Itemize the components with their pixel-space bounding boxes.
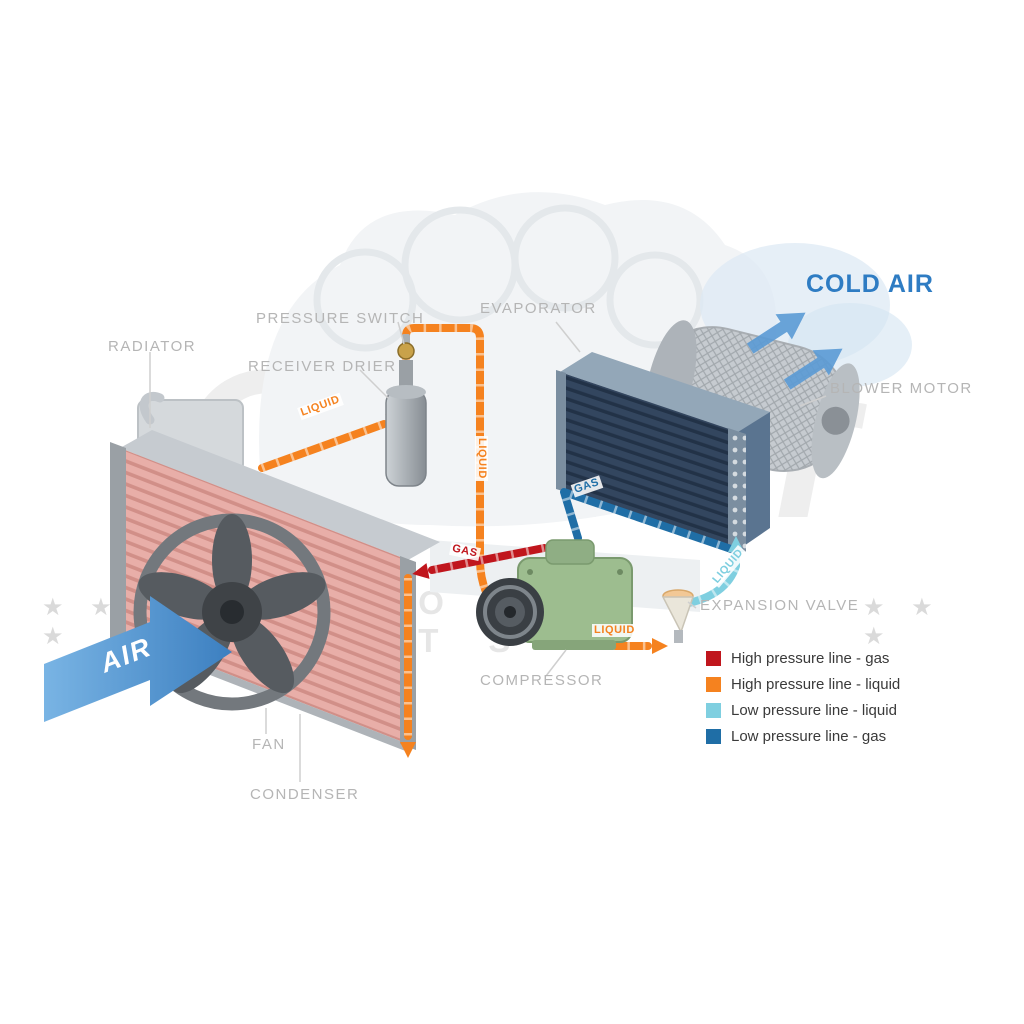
flow-arrow-icon <box>652 638 668 654</box>
air-arrow <box>44 596 232 722</box>
cold-air-arrow-icon <box>783 348 843 390</box>
receiver-drier-graphic <box>385 334 427 487</box>
pressure-switch-graphic <box>397 342 415 360</box>
watermark-stars-right: ★ ★ ★ <box>863 594 943 650</box>
expansion-valve-graphic <box>661 589 695 643</box>
compressor-graphic <box>476 539 633 650</box>
flow-arrow-icon <box>412 563 430 579</box>
watermark-stars-left: ★ ★ ★ <box>42 594 122 650</box>
leader-lines <box>149 321 827 782</box>
hp-gas-pipe <box>412 544 548 579</box>
evaporator-graphic <box>556 352 770 552</box>
flow-arrow-icon <box>400 742 416 758</box>
cold-air-arrow-icon <box>746 312 806 354</box>
cold-air-arrows <box>746 312 843 390</box>
